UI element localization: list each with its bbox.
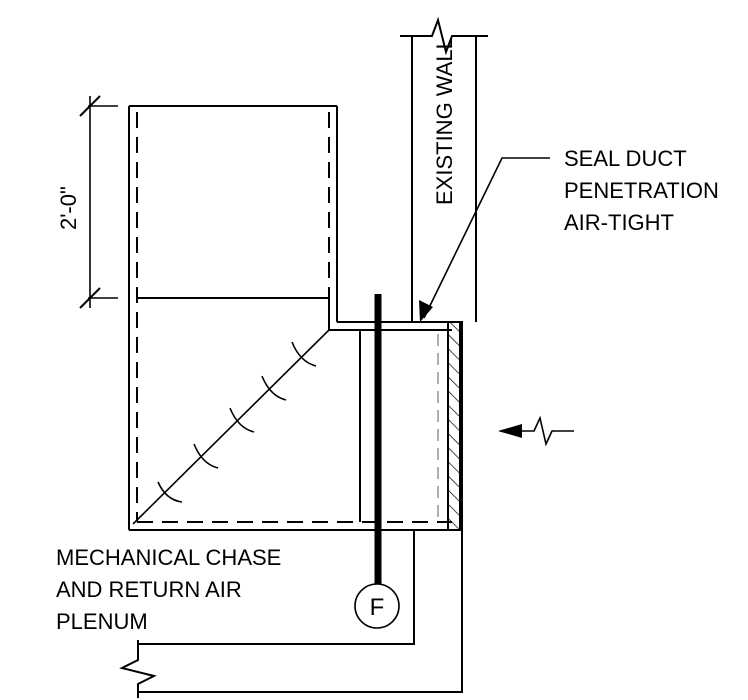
turning-vanes <box>157 341 317 503</box>
chase-note-line-3: PLENUM <box>56 609 148 634</box>
damper-tag-label: F <box>370 594 385 621</box>
vertical-duct <box>128 105 338 530</box>
chase-note-line-1: MECHANICAL CHASE <box>56 545 281 570</box>
dimension-label: 2'-0" <box>56 186 81 230</box>
seal-note-line-3: AIR-TIGHT <box>564 210 674 235</box>
seal-note: SEAL DUCT PENETRATION AIR-TIGHT <box>419 146 719 322</box>
section-arrow <box>498 415 574 447</box>
seal-note-line-1: SEAL DUCT <box>564 146 687 171</box>
chase-note: MECHANICAL CHASE AND RETURN AIR PLENUM <box>56 545 281 634</box>
dimension-2ft: 2'-0" <box>56 95 118 309</box>
damper-tag-circle <box>354 583 400 629</box>
existing-wall-label: EXISTING WALL <box>432 37 457 205</box>
wall-penetration <box>447 321 463 531</box>
duct-elbow <box>129 298 460 531</box>
existing-wall: EXISTING WALL <box>400 16 488 322</box>
fire-damper: F <box>354 294 400 629</box>
plenum-break-line <box>119 640 157 698</box>
chase-note-line-2: AND RETURN AIR <box>56 577 242 602</box>
seal-note-line-2: PENETRATION <box>564 178 719 203</box>
wall-break-line <box>400 16 488 56</box>
plenum-boundary <box>119 530 463 698</box>
